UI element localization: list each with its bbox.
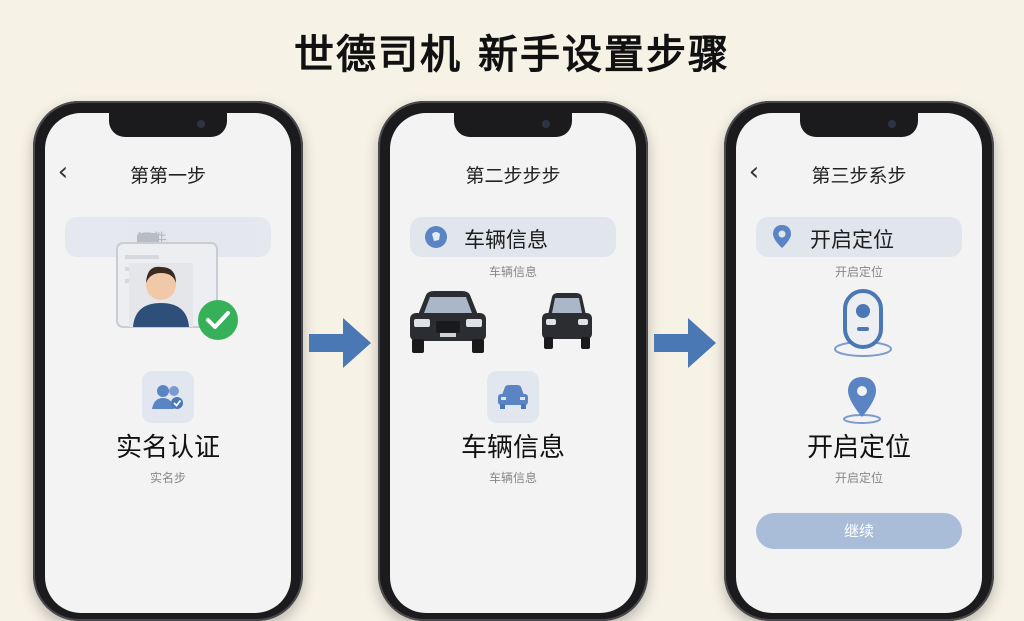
step-big-label: 开启定位 [806,433,911,463]
chat-bubble-icon [424,225,448,249]
step-sub-label: 实名步 [149,471,186,485]
phone-screen: ‹ 第三步系步 开启定位 开启定位 开启定位 开启定位 继续 [736,113,982,613]
step-pill[interactable]: 车辆信息 [410,217,616,257]
phone-notch [109,113,227,137]
phone-notch [454,113,572,137]
camera-dot [197,120,205,128]
pill-label: 车辆信息 [464,228,548,252]
chevron-left-icon[interactable]: ‹ [748,157,760,187]
car-icon [487,371,539,423]
pill-sub-label: 车辆信息 [488,265,537,279]
camera-dot [888,120,896,128]
nav-title: 第第一步 [129,165,206,187]
gps-device-icon [834,289,892,357]
pill-label: 开启定位 [810,228,894,252]
phone-step-1: ‹ 第第一步 证件 [33,101,303,621]
user-verify-icon [142,371,194,423]
location-pin-icon [843,377,881,424]
pill-sub-label: 开启定位 [834,265,883,279]
location-pin-icon [770,225,794,249]
id-card-icon [116,233,218,328]
continue-button[interactable]: 继续 [756,513,962,549]
phone-notch [800,113,918,137]
phone-screen: ‹ 第第一步 证件 [45,113,291,613]
phone-step-2: 第二步步步 车辆信息 车辆信息 [378,101,648,621]
nav-title: 第三步系步 [811,165,907,187]
arrow-right-icon [654,318,716,368]
nav-title: 第二步步步 [465,165,561,187]
phone-step-3: ‹ 第三步系步 开启定位 开启定位 开启定位 开启定位 继续 [724,101,994,621]
step-pill[interactable]: 开启定位 [756,217,962,257]
step-big-label: 车辆信息 [460,433,565,463]
arrow-right-icon [309,318,371,368]
step-big-label: 实名认证 [115,433,220,463]
page-title: 世德司机 新手设置步骤 [294,32,730,78]
car-front-icon [542,293,592,349]
step-sub-label: 开启定位 [834,471,883,485]
car-front-icon [410,291,486,353]
phone-screen: 第二步步步 车辆信息 车辆信息 [390,113,636,613]
nav-bar: 第二步步步 [390,153,636,193]
check-icon [198,300,238,340]
camera-dot [542,120,550,128]
nav-bar: ‹ 第三步系步 [736,153,982,193]
chevron-left-icon[interactable]: ‹ [57,157,69,187]
nav-bar: ‹ 第第一步 [45,153,291,193]
step-sub-label: 车辆信息 [488,471,537,485]
